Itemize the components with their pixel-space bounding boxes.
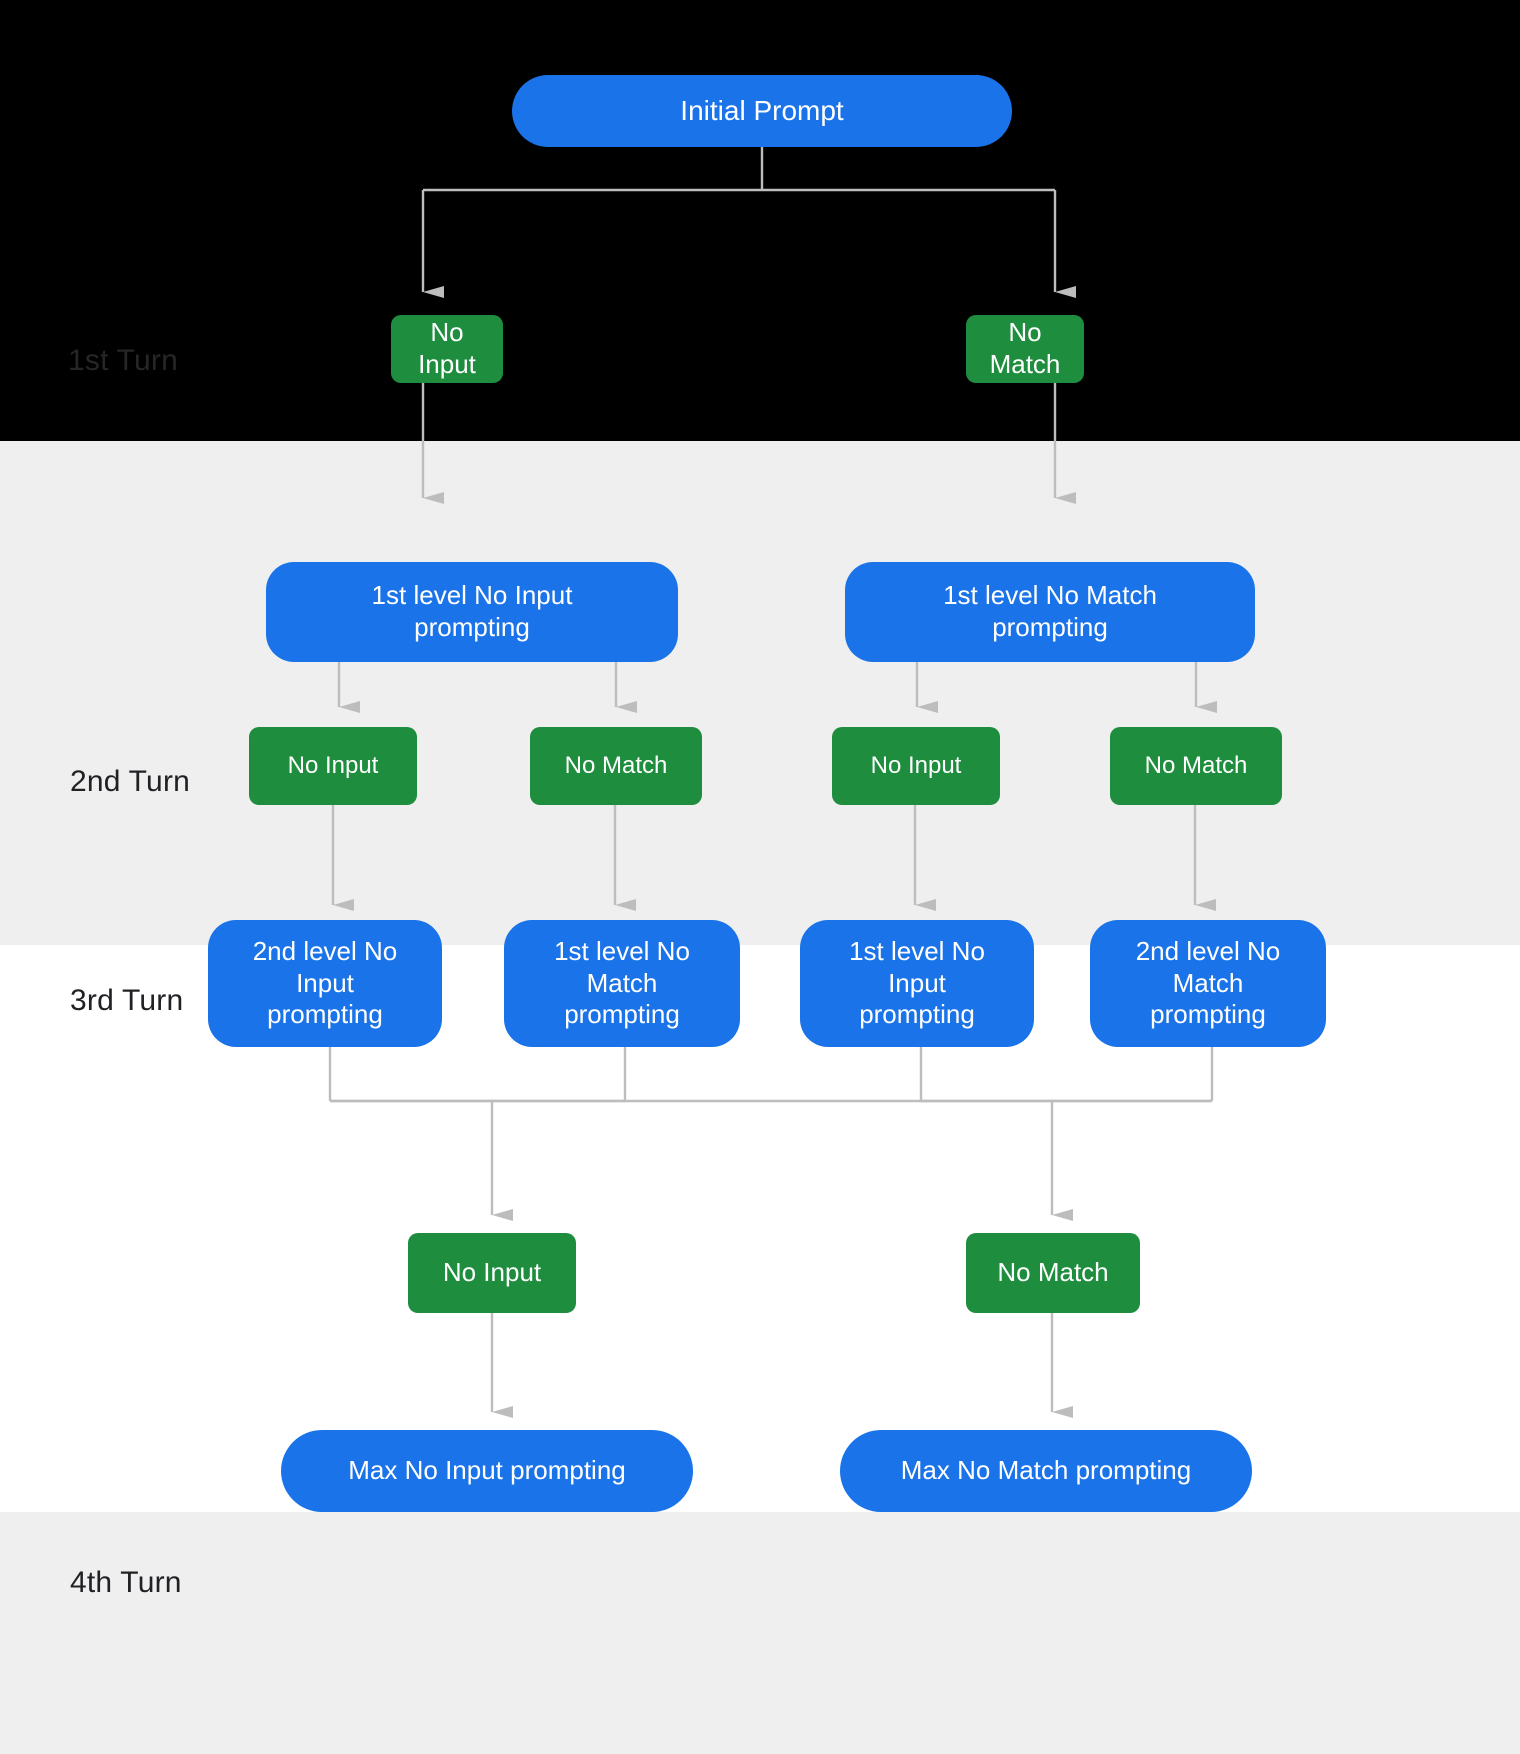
- node-max-no-match-prompting[interactable]: Max No Match prompting: [840, 1430, 1252, 1512]
- node-l1-no-match-prompting-b[interactable]: 1st level No Match prompting: [504, 920, 740, 1047]
- turn-label-4: 4th Turn: [70, 1566, 182, 1599]
- turn-label-2: 2nd Turn: [70, 765, 191, 798]
- node-l1-no-input-prompting[interactable]: 1st level No Input prompting: [266, 562, 678, 662]
- node-turn3-no-input[interactable]: No Input: [408, 1233, 576, 1313]
- node-l2-no-input-prompting[interactable]: 2nd level No Input prompting: [208, 920, 442, 1047]
- node-turn2-no-match-a[interactable]: No Match: [530, 727, 702, 805]
- node-turn1-no-input[interactable]: No Input: [391, 315, 503, 383]
- node-turn2-no-match-b[interactable]: No Match: [1110, 727, 1282, 805]
- node-turn1-no-match[interactable]: No Match: [966, 315, 1084, 383]
- turn-label-3: 3rd Turn: [70, 984, 184, 1017]
- band-turn-2: [0, 441, 1520, 945]
- node-max-no-input-prompting[interactable]: Max No Input prompting: [281, 1430, 693, 1512]
- band-turn-1: [0, 0, 1520, 441]
- node-turn2-no-input-b[interactable]: No Input: [832, 727, 1000, 805]
- node-initial-prompt[interactable]: Initial Prompt: [512, 75, 1012, 147]
- node-turn3-no-match[interactable]: No Match: [966, 1233, 1140, 1313]
- turn-label-1: 1st Turn: [68, 344, 178, 377]
- band-turn-4: [0, 1512, 1520, 1754]
- node-l1-no-input-prompting-b[interactable]: 1st level No Input prompting: [800, 920, 1034, 1047]
- node-l1-no-match-prompting[interactable]: 1st level No Match prompting: [845, 562, 1255, 662]
- node-turn2-no-input-a[interactable]: No Input: [249, 727, 417, 805]
- node-l2-no-match-prompting[interactable]: 2nd level No Match prompting: [1090, 920, 1326, 1047]
